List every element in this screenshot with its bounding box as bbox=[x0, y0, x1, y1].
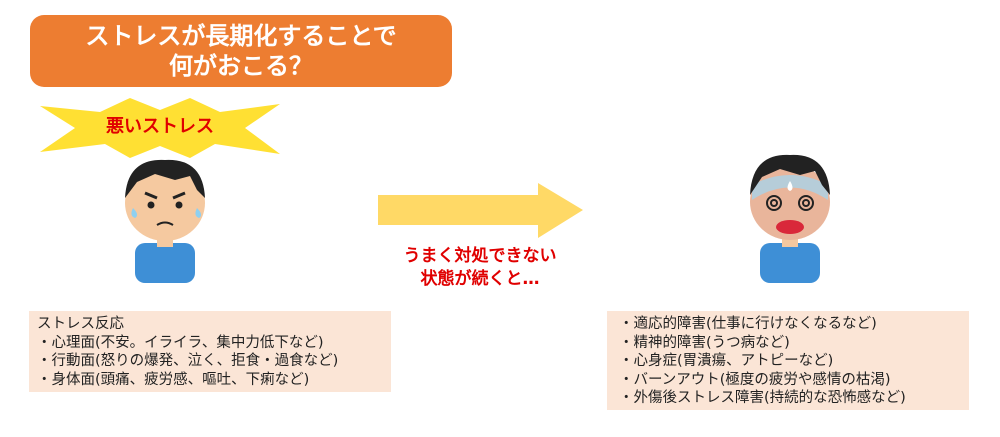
title-line2: 何がおこる？ bbox=[169, 52, 313, 80]
disorders-box: ・適応的障害(仕事に行けなくなるなど) ・精神的障害(うつ病など) ・心身症(胃… bbox=[607, 311, 969, 410]
list-item: ・身体面(頭痛、疲労感、嘔吐、下痢など) bbox=[37, 371, 310, 388]
list-item: ・適応的障害(仕事に行けなくなるなど) bbox=[619, 316, 877, 332]
bad-stress-label: 悪いストレス bbox=[106, 116, 214, 137]
list-item: ・精神的障害(うつ病など) bbox=[619, 334, 790, 351]
arrow-caption: うまく対処できない 状態が続くと… bbox=[375, 245, 585, 291]
title-line1: ストレスが長期化することで bbox=[85, 22, 397, 50]
stress-reaction-heading: ストレス反応 bbox=[37, 316, 124, 332]
burst-shape bbox=[40, 98, 280, 158]
right-arrow bbox=[378, 183, 583, 238]
stressed-boy-illustration bbox=[125, 159, 205, 283]
distressed-boy-illustration bbox=[750, 154, 830, 283]
caption-line2: 状態が続くと… bbox=[420, 269, 540, 289]
list-item: ・バーンアウト(極度の疲労や感情の枯渇) bbox=[619, 371, 891, 388]
title-banner: ストレスが長期化することで 何がおこる？ bbox=[30, 15, 452, 87]
stress-reaction-box: ストレス反応 ・心理面(不安。イライラ、集中力低下など) ・行動面(怒りの爆発、… bbox=[29, 311, 391, 392]
list-item: ・行動面(怒りの爆発、泣く、拒食・過食など) bbox=[37, 353, 339, 369]
list-item: ・外傷後ストレス障害(持続的な恐怖感など) bbox=[619, 390, 906, 406]
list-item: ・心身症(胃潰瘍、アトピーなど) bbox=[619, 353, 834, 369]
caption-line1: うまく対処できない bbox=[403, 246, 557, 266]
list-item: ・心理面(不安。イライラ、集中力低下など) bbox=[37, 334, 324, 351]
